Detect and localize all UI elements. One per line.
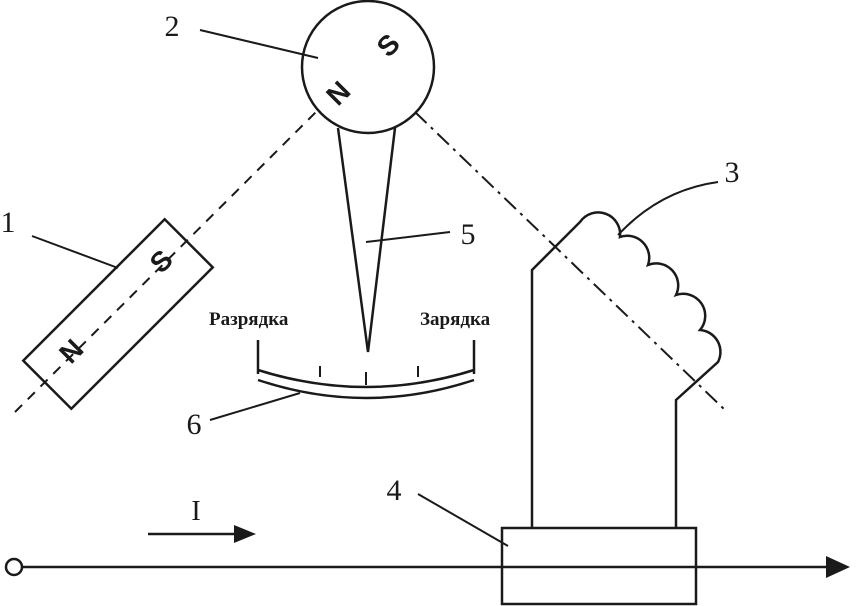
leader-line-4 (417, 493, 509, 547)
wire-arrowhead (826, 556, 850, 578)
label-6: 6 (187, 408, 202, 441)
rotating-magnet-disk (300, 0, 436, 135)
dashdot-line-right (414, 111, 726, 411)
label-2: 2 (165, 10, 180, 43)
scale-label-discharge: Разрядка (209, 309, 289, 330)
wire-terminal (4, 557, 24, 577)
leader-line-2 (199, 29, 319, 59)
bar-magnet-south-pole: S (144, 244, 179, 279)
pointer-needle (336, 127, 397, 353)
indicator-scale (256, 340, 476, 400)
rotating-magnet-south-pole: S (371, 28, 406, 63)
leader-line-5 (365, 231, 451, 243)
leader-line-6 (209, 392, 301, 421)
scale-label-charge: Зарядка (420, 309, 491, 330)
label-1: 1 (1, 206, 16, 239)
rotating-magnet-north-pole: N (320, 75, 356, 111)
label-3: 3 (725, 156, 740, 189)
bar-magnet-north-pole: N (53, 333, 89, 369)
current-arrowhead (234, 525, 256, 543)
label-5: 5 (461, 218, 476, 251)
leader-line-1 (31, 235, 119, 269)
current-label: I (191, 496, 200, 527)
shunt-block (500, 526, 698, 606)
coil-conductor (530, 211, 722, 528)
label-4: 4 (387, 474, 402, 507)
bar-magnet (21, 217, 215, 411)
leader-line-3 (617, 181, 719, 236)
